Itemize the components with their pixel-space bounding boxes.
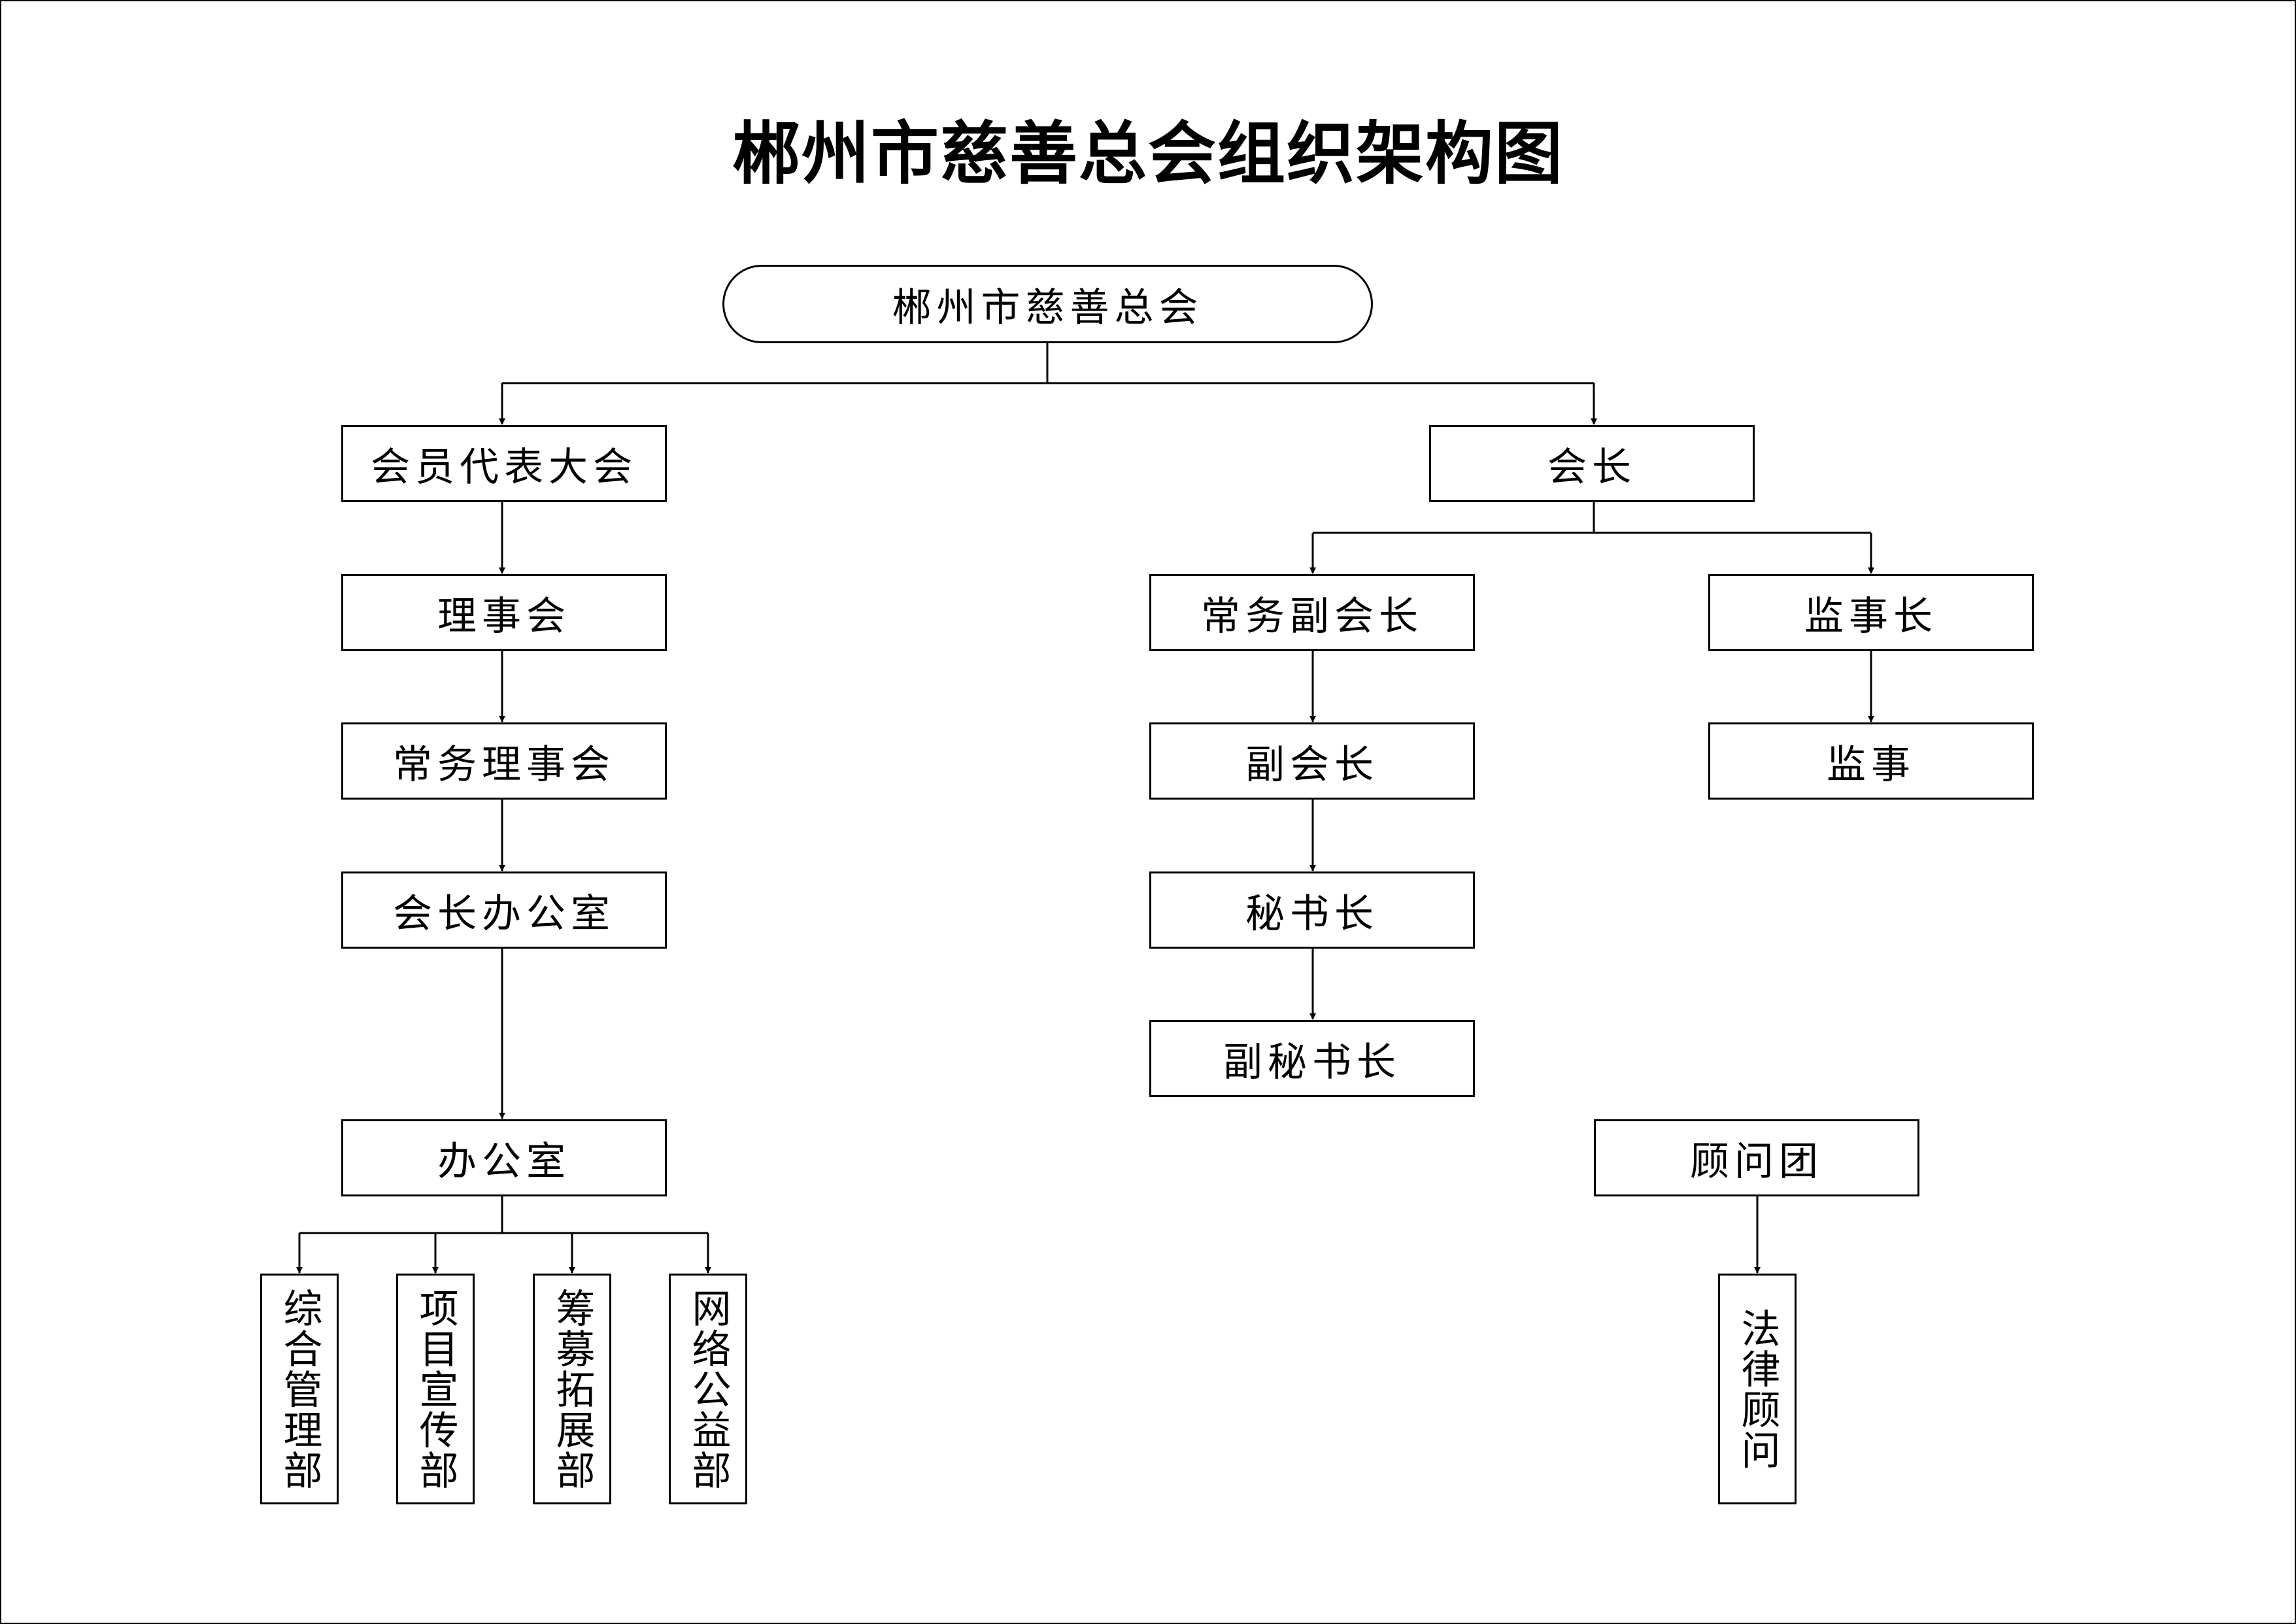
node-root-label: 郴州市慈善总会 xyxy=(892,284,1204,331)
node-vice-president[interactable]: 副会长 xyxy=(1149,722,1475,800)
node-exec-vice-president-label: 常务副会长 xyxy=(1201,593,1423,639)
node-dept-fundraising-label: 筹募拓展部 xyxy=(549,1287,595,1491)
node-member-congress[interactable]: 会员代表大会 xyxy=(341,425,667,502)
node-dept-fundraising[interactable]: 筹募拓展部 xyxy=(533,1274,611,1504)
node-exec-vice-president[interactable]: 常务副会长 xyxy=(1149,574,1475,651)
node-dept-online-label: 网络公益部 xyxy=(685,1287,731,1491)
node-supervisor[interactable]: 监事 xyxy=(1708,722,2034,800)
node-dept-general-label: 综合管理部 xyxy=(277,1287,322,1491)
node-dept-promo[interactable]: 项目宣传部 xyxy=(396,1274,475,1504)
node-secretary-general-label: 秘书长 xyxy=(1245,890,1379,937)
node-member-congress-label: 会员代表大会 xyxy=(371,444,637,490)
node-president[interactable]: 会长 xyxy=(1429,425,1755,502)
node-supervisor-label: 监事 xyxy=(1827,741,1916,788)
node-dept-promo-label: 项目宣传部 xyxy=(413,1287,458,1491)
node-deputy-secretary-general-label: 副秘书长 xyxy=(1223,1039,1401,1085)
diagram-title: 郴州市慈善总会组织架构图 xyxy=(732,113,1564,194)
node-standing-council-label: 常务理事会 xyxy=(393,741,615,788)
node-president-office-label: 会长办公室 xyxy=(393,890,615,937)
node-deputy-secretary-general[interactable]: 副秘书长 xyxy=(1149,1020,1475,1097)
node-chief-supervisor-label: 监事长 xyxy=(1804,593,1938,639)
node-root[interactable]: 郴州市慈善总会 xyxy=(722,265,1373,343)
node-chief-supervisor[interactable]: 监事长 xyxy=(1708,574,2034,651)
node-president-label: 会长 xyxy=(1547,444,1636,490)
node-president-office[interactable]: 会长办公室 xyxy=(341,871,667,949)
node-dept-online[interactable]: 网络公益部 xyxy=(669,1274,747,1504)
node-secretary-general[interactable]: 秘书长 xyxy=(1149,871,1475,949)
node-council-label: 理事会 xyxy=(437,593,571,639)
node-vice-president-label: 副会长 xyxy=(1245,741,1379,788)
node-office-label: 办公室 xyxy=(437,1138,571,1185)
node-office[interactable]: 办公室 xyxy=(341,1119,667,1196)
node-legal-advisor-label: 法律顾问 xyxy=(1734,1308,1780,1470)
node-advisory-group[interactable]: 顾问团 xyxy=(1594,1119,1919,1196)
node-legal-advisor[interactable]: 法律顾问 xyxy=(1718,1274,1797,1504)
node-dept-general[interactable]: 综合管理部 xyxy=(260,1274,339,1504)
node-standing-council[interactable]: 常务理事会 xyxy=(341,722,667,800)
node-advisory-group-label: 顾问团 xyxy=(1690,1138,1823,1185)
node-council[interactable]: 理事会 xyxy=(341,574,667,651)
